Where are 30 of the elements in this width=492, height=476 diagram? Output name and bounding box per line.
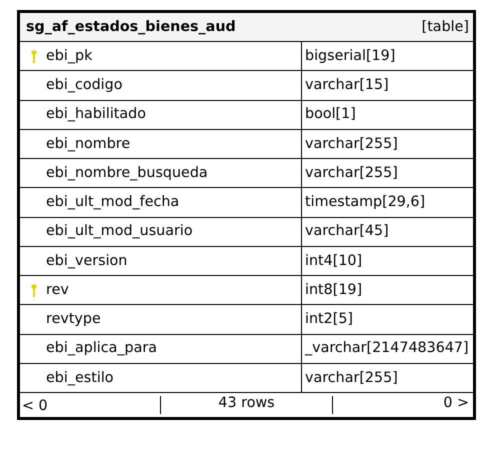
column-type: varchar[255] xyxy=(305,370,398,386)
column-name: ebi_habilitado xyxy=(46,107,146,122)
table-box xyxy=(17,10,476,420)
column-name: revtype xyxy=(46,312,101,327)
column-name: ebi_nombre xyxy=(46,136,130,152)
column-name: ebi_pk xyxy=(46,48,92,64)
column-name: rev xyxy=(46,282,69,298)
column-type: varchar[255] xyxy=(305,166,398,180)
column-name: ebi_version xyxy=(46,254,128,268)
column-type: varchar[15] xyxy=(305,78,389,93)
column-name: ebi_codigo xyxy=(46,78,122,93)
column-name: ebi_aplica_para xyxy=(46,341,158,356)
table-name: sg_af_estados_bienes_aud xyxy=(26,20,236,34)
pager-next: 0 > xyxy=(443,396,469,410)
column-type: _varchar[2147483647] xyxy=(305,341,469,356)
column-name: ebi_ult_mod_usuario xyxy=(46,224,193,239)
column-type: bigserial[19] xyxy=(305,48,396,64)
pager-prev: < 0 xyxy=(22,398,48,414)
column-type: bool[1] xyxy=(305,107,356,122)
column-name: ebi_ult_mod_fecha xyxy=(46,195,180,210)
table-type-label: [table] xyxy=(422,20,469,34)
column-type: varchar[255] xyxy=(305,136,398,152)
column-type: int4[10] xyxy=(305,254,362,268)
column-type: varchar[45] xyxy=(305,224,389,239)
column-type: timestamp[29,6] xyxy=(305,195,426,210)
column-name: ebi_nombre_busqueda xyxy=(46,166,208,180)
column-name: ebi_estilo xyxy=(46,370,114,386)
column-type: int2[5] xyxy=(305,312,353,327)
column-type: int8[19] xyxy=(305,282,362,298)
row-count: 43 rows xyxy=(218,396,275,410)
